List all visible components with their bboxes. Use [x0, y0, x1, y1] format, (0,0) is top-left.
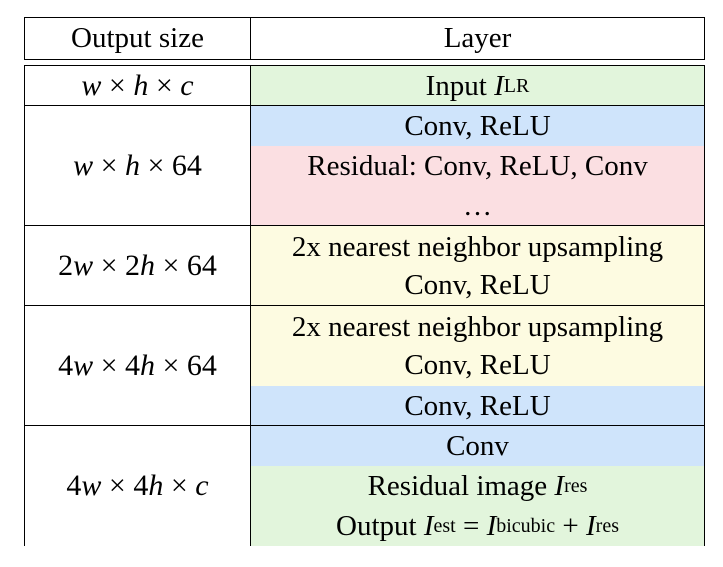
layer-upsample: 2x nearest neighbor upsampling	[291, 311, 664, 343]
layer-ellipsis: …	[251, 186, 704, 226]
size-cell-2: w × h × 64	[25, 106, 251, 226]
var-i: I	[486, 509, 497, 542]
layer-upsample-block-1: 2x nearest neighbor upsampling Conv, ReL…	[251, 226, 704, 306]
size-h: h	[148, 469, 164, 502]
size-mult: 4	[58, 349, 74, 382]
header-layer: Layer	[443, 22, 512, 54]
layer-residual: Residual: Conv, ReLU, Conv	[251, 146, 704, 186]
layer-text: Residual image	[367, 469, 548, 502]
size-mult: 4	[133, 469, 149, 502]
size-h: h	[133, 69, 149, 102]
var-i: I	[494, 69, 504, 102]
size-mult: 4	[66, 469, 82, 502]
size-c: c	[180, 69, 194, 102]
var-i: I	[423, 509, 434, 542]
size-channels: 64	[186, 249, 217, 282]
layer-conv: Conv	[251, 426, 704, 466]
size-channels: 64	[186, 349, 217, 382]
size-h: h	[140, 249, 155, 282]
size-w: w	[81, 469, 102, 502]
size-cell-1: w × h × c	[25, 66, 251, 106]
layer-conv-relu: Conv, ReLU	[404, 349, 551, 381]
size-w: w	[73, 349, 94, 382]
size-h: h	[140, 349, 155, 382]
size-w: w	[73, 149, 94, 182]
size-w: w	[73, 249, 94, 282]
equals: =	[455, 509, 487, 542]
layer-conv-relu: Conv, ReLU	[251, 106, 704, 146]
layer-conv-relu: Conv, ReLU	[251, 386, 704, 426]
row-separator	[25, 225, 704, 226]
header-output-size: Output size	[25, 18, 251, 59]
size-c: c	[195, 469, 209, 502]
row-separator	[25, 105, 704, 106]
layer-text: Output	[336, 509, 417, 542]
layer-upsample-block-2: 2x nearest neighbor upsampling Conv, ReL…	[251, 306, 704, 386]
plus: +	[555, 509, 586, 542]
size-channels: 64	[171, 149, 202, 182]
layer-conv-relu: Conv, ReLU	[404, 269, 551, 301]
var-i: I	[585, 509, 596, 542]
row-separator	[25, 305, 704, 306]
size-w: w	[81, 69, 102, 102]
row-separator	[25, 425, 704, 426]
var-i: I	[554, 469, 565, 502]
size-h: h	[125, 149, 140, 182]
table-header: Output size Layer	[24, 17, 705, 60]
size-mult: 4	[125, 349, 140, 382]
layer-upsample: 2x nearest neighbor upsampling	[291, 231, 664, 263]
size-mult: 2	[125, 249, 140, 282]
layer-input-text: Input	[425, 69, 487, 102]
size-mult: 2	[58, 249, 74, 282]
